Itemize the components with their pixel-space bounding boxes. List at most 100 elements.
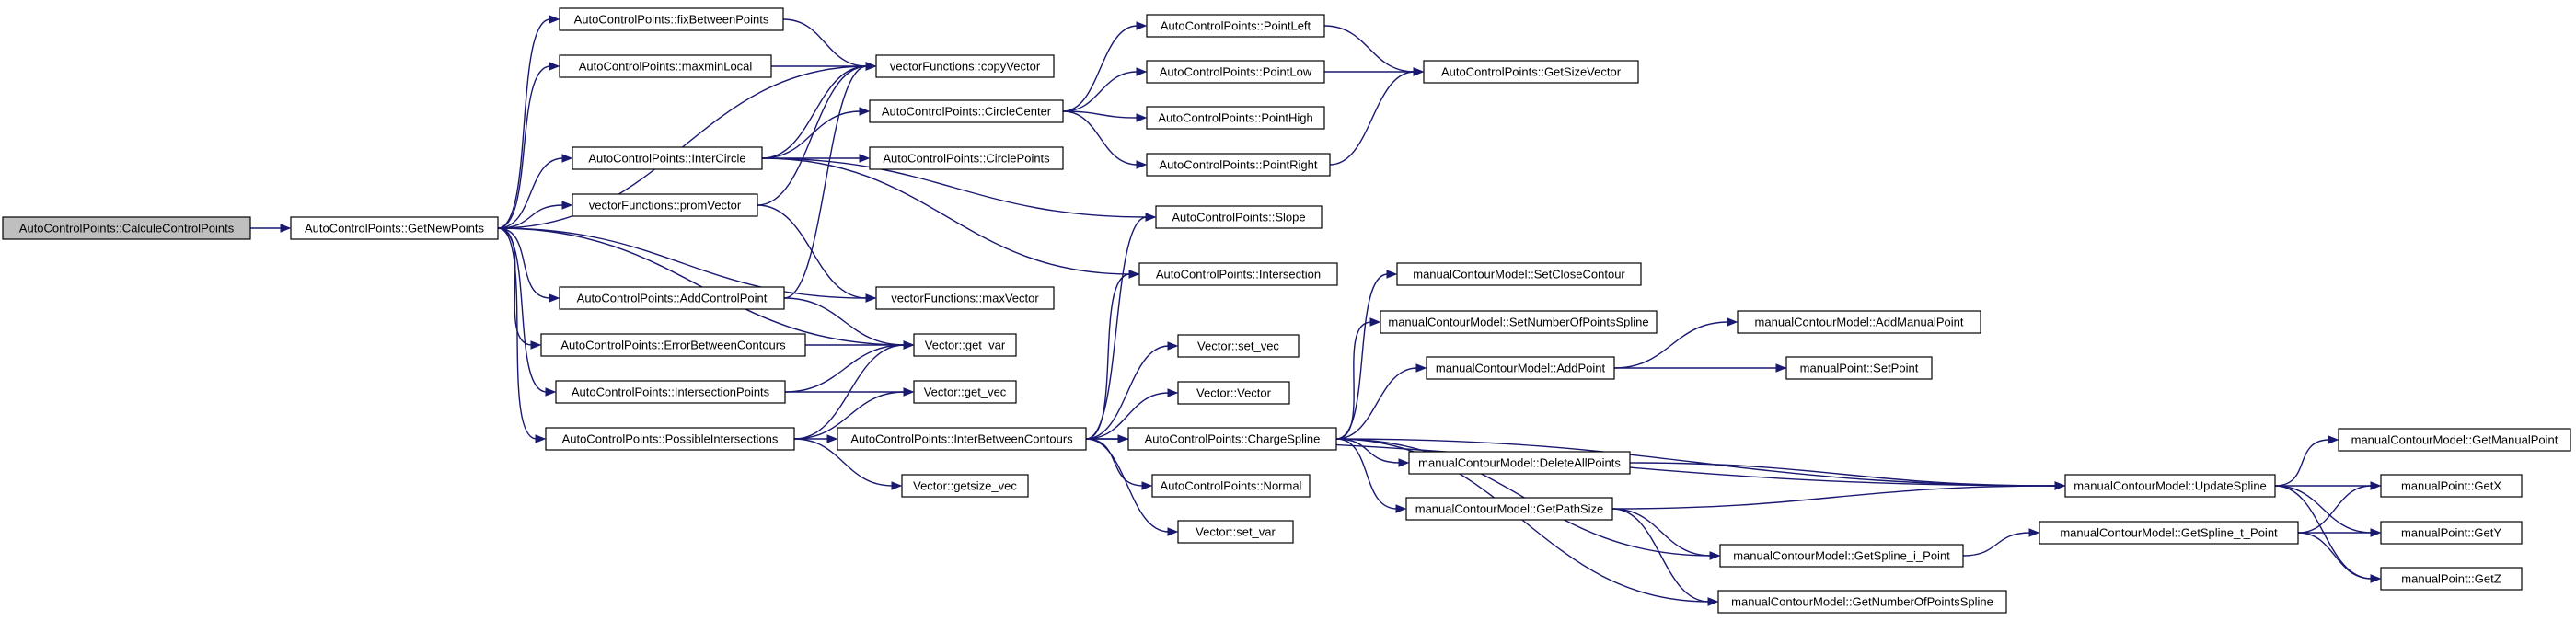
node-label: manualContourModel::UpdateSpline (2074, 479, 2267, 493)
node-addpoint[interactable]: manualContourModel::AddPoint (1426, 356, 1615, 380)
edge-arrowhead (1167, 527, 1179, 536)
edge-getnew-to-intercircle (497, 157, 564, 229)
node-circlepoints[interactable]: AutoControlPoints::CirclePoints (869, 146, 1064, 170)
node-getx[interactable]: manualPoint::GetX (2380, 474, 2523, 498)
node-box (1405, 497, 1613, 521)
edge-chargespline-to-setclose (1335, 273, 1389, 440)
edge-getnew-to-interpoints (497, 227, 548, 393)
node-addcp[interactable]: AutoControlPoints::AddControlPoint (559, 286, 785, 310)
node-promvector[interactable]: vectorFunctions::promVector (572, 193, 758, 217)
node-interpoints[interactable]: AutoControlPoints::IntersectionPoints (555, 380, 786, 404)
node-label: AutoControlPoints::ChargeSpline (1145, 432, 1321, 446)
node-label: AutoControlPoints::PointLow (1160, 65, 1312, 79)
node-maxvector[interactable]: vectorFunctions::maxVector (875, 286, 1055, 310)
edge-chargespline-to-updatespline (1335, 438, 2057, 487)
node-pointright[interactable]: AutoControlPoints::PointRight (1146, 153, 1331, 177)
node-pointleft[interactable]: AutoControlPoints::PointLeft (1146, 14, 1325, 38)
edge-circlecenter-to-pointhigh (1062, 110, 1138, 119)
node-possinter[interactable]: AutoControlPoints::PossibleIntersections (545, 427, 795, 451)
node-addmanual[interactable]: manualContourModel::AddManualPoint (1737, 310, 1981, 334)
node-box (875, 54, 1055, 78)
node-setnumspline[interactable]: manualContourModel::SetNumberOfPointsSpl… (1380, 310, 1658, 334)
node-maxmin[interactable]: AutoControlPoints::maxminLocal (559, 54, 772, 78)
node-intercircle[interactable]: AutoControlPoints::InterCircle (572, 146, 763, 170)
edge-arrowhead (549, 293, 560, 303)
node-box (875, 286, 1055, 310)
node-setvec[interactable]: Vector::set_vec (1177, 334, 1300, 358)
node-box (2380, 567, 2523, 591)
node-label: AutoControlPoints::Slope (1172, 211, 1305, 224)
edge-interpoints-to-getvar (784, 344, 906, 393)
node-box (559, 7, 784, 31)
edge-arrowhead (1136, 67, 1148, 76)
node-intersection[interactable]: AutoControlPoints::Intersection (1138, 262, 1338, 286)
edge-arrowhead (280, 224, 292, 233)
node-box (1177, 381, 1290, 405)
node-box (2, 216, 251, 240)
node-box (545, 427, 795, 451)
node-getsizevector[interactable]: AutoControlPoints::GetSizeVector (1423, 60, 1639, 84)
node-box (1423, 60, 1639, 84)
edge-intercircle-to-slope (761, 157, 1148, 218)
node-normal[interactable]: AutoControlPoints::Normal (1151, 474, 1311, 498)
edge-arrowhead (826, 434, 838, 443)
node-gety[interactable]: manualPoint::GetY (2380, 521, 2523, 545)
node-chargespline[interactable]: AutoControlPoints::ChargeSpline (1127, 427, 1337, 451)
node-setvar[interactable]: Vector::set_var (1177, 520, 1294, 544)
node-box (559, 286, 785, 310)
edge-circlecenter-to-pointleft (1062, 25, 1138, 112)
node-box (2064, 474, 2276, 498)
node-fixbetween[interactable]: AutoControlPoints::fixBetweenPoints (559, 7, 784, 31)
node-pointlow[interactable]: AutoControlPoints::PointLow (1146, 60, 1325, 84)
edge-interbetween-to-intersection (1085, 273, 1131, 440)
edge-intercircle-to-intersection (761, 157, 1131, 275)
node-deleteall[interactable]: manualContourModel::DeleteAllPoints (1408, 451, 1631, 475)
node-label: vectorFunctions::promVector (589, 199, 742, 213)
edge-arrowhead (1395, 504, 1407, 513)
node-box (1737, 310, 1981, 334)
edge-arrowhead (1136, 113, 1148, 122)
node-calcule[interactable]: AutoControlPoints::CalculeControlPoints (2, 216, 251, 240)
edge-chargespline-to-setnumspline (1335, 321, 1372, 440)
node-pointhigh[interactable]: AutoControlPoints::PointHigh (1146, 106, 1325, 130)
edge-getnew-to-fixbetween (497, 18, 551, 229)
edge-getnew-to-maxmin (497, 65, 551, 229)
node-getnumspline[interactable]: manualContourModel::GetNumberOfPointsSpl… (1717, 590, 2007, 614)
node-label: manualContourModel::GetSpline_i_Point (1733, 549, 1950, 563)
node-label: vectorFunctions::maxVector (891, 292, 1039, 305)
node-updatespline[interactable]: manualContourModel::UpdateSpline (2064, 474, 2276, 498)
edge-circlecenter-to-pointright (1062, 110, 1138, 166)
node-box (1426, 356, 1615, 380)
node-getsizevec[interactable]: Vector::getsize_vec (901, 474, 1029, 498)
node-setpoint[interactable]: manualPoint::SetPoint (1785, 356, 1933, 380)
node-box (1396, 262, 1642, 286)
edge-arrowhead (1167, 388, 1179, 397)
node-copyvector[interactable]: vectorFunctions::copyVector (875, 54, 1055, 78)
node-label: AutoControlPoints::IntersectionPoints (572, 385, 770, 399)
node-box (869, 99, 1064, 123)
node-slope[interactable]: AutoControlPoints::Slope (1155, 205, 1323, 229)
node-label: Vector::set_var (1196, 525, 1276, 539)
node-box (1146, 153, 1331, 177)
edge-updatespline-to-getz (2274, 485, 2373, 580)
edge-arrowhead (545, 387, 557, 397)
node-getsplineipoint[interactable]: manualContourModel::GetSpline_i_Point (1719, 544, 1964, 568)
node-errorbetween[interactable]: AutoControlPoints::ErrorBetweenContours (540, 333, 806, 357)
node-getnew[interactable]: AutoControlPoints::GetNewPoints (290, 216, 499, 240)
node-label: manualContourModel::AddManualPoint (1755, 316, 1964, 329)
node-setclose[interactable]: manualContourModel::SetCloseContour (1396, 262, 1642, 286)
node-getpathsize[interactable]: manualContourModel::GetPathSize (1405, 497, 1613, 521)
node-interbetween[interactable]: AutoControlPoints::InterBetweenContours (837, 427, 1087, 451)
node-vectorctor[interactable]: Vector::Vector (1177, 381, 1290, 405)
node-box (2380, 474, 2523, 498)
node-getvec[interactable]: Vector::get_vec (913, 380, 1017, 404)
node-circlecenter[interactable]: AutoControlPoints::CircleCenter (869, 99, 1064, 123)
node-box (2380, 521, 2523, 545)
node-label: AutoControlPoints::ErrorBetweenContours (560, 339, 786, 352)
node-getmanual[interactable]: manualContourModel::GetManualPoint (2338, 428, 2571, 452)
node-getz[interactable]: manualPoint::GetZ (2380, 567, 2523, 591)
edge-arrowhead (859, 107, 871, 116)
edge-arrowhead (1709, 551, 1721, 560)
node-getsplinetpoint[interactable]: manualContourModel::GetSpline_t_Point (2039, 521, 2299, 545)
node-getvar[interactable]: Vector::get_var (913, 333, 1017, 357)
